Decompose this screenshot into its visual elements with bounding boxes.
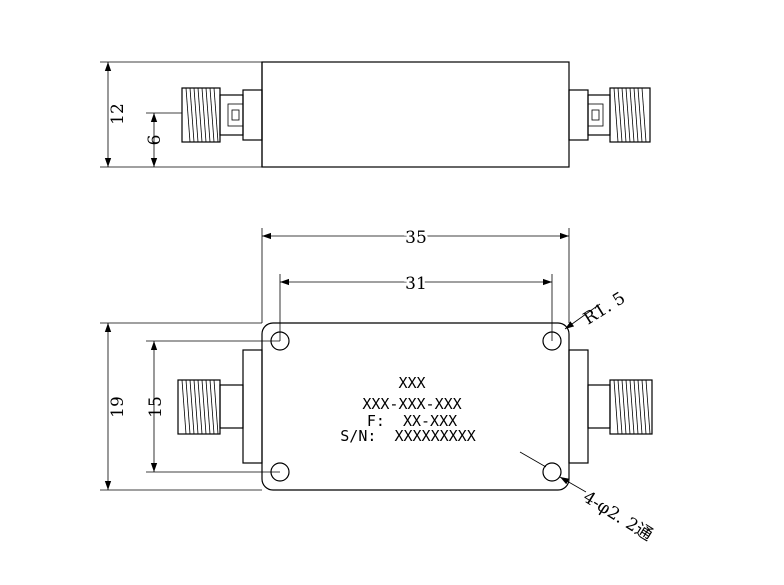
mounting-hole-br: [542, 462, 562, 482]
dim-top-width: 19: [100, 322, 262, 491]
side-view: 12 6: [100, 61, 651, 168]
side-view-body: [261, 61, 570, 168]
dim-side-height-text: 12: [108, 103, 128, 125]
top-right-connector: [568, 349, 653, 464]
label-line-1: XXX: [398, 374, 425, 392]
callout-corner-radius-text: R1. 5: [580, 288, 629, 329]
callout-holes-text: 4-φ2. 2通: [579, 487, 656, 545]
top-view: XXX XXX-XXX-XXX F: XX-XXX S/N: XXXXXXXXX…: [100, 226, 656, 546]
top-left-threads: [181, 379, 219, 435]
dim-side-height: 12: [100, 61, 262, 168]
dim-top-length-text: 35: [405, 228, 427, 248]
top-right-threads: [613, 379, 651, 435]
label-line-3: F: XX-XXX: [367, 412, 457, 430]
product-label: XXX XXX-XXX-XXX F: XX-XXX S/N: XXXXXXXXX: [340, 374, 475, 445]
callout-corner-radius: R1. 5: [564, 288, 629, 330]
side-right-threads: [613, 87, 647, 143]
callout-holes: 4-φ2. 2通: [519, 451, 656, 546]
label-line-4: S/N: XXXXXXXXX: [340, 427, 475, 445]
dim-top-width-text: 19: [108, 396, 128, 418]
dim-hole-vertical: 15: [146, 340, 280, 473]
dim-side-connector: 6: [145, 112, 182, 167]
dim-hole-spacing-text: 31: [405, 274, 427, 294]
dim-top-length: 35: [261, 226, 570, 323]
dim-hole-spacing: 31: [279, 272, 553, 341]
side-left-threads: [185, 87, 219, 143]
side-left-connector: [181, 87, 263, 143]
top-left-connector: [177, 349, 263, 464]
side-right-connector: [568, 87, 651, 143]
label-line-2: XXX-XXX-XXX: [362, 395, 461, 413]
dim-side-connector-text: 6: [145, 135, 165, 146]
dim-hole-vertical-text: 15: [146, 396, 166, 418]
